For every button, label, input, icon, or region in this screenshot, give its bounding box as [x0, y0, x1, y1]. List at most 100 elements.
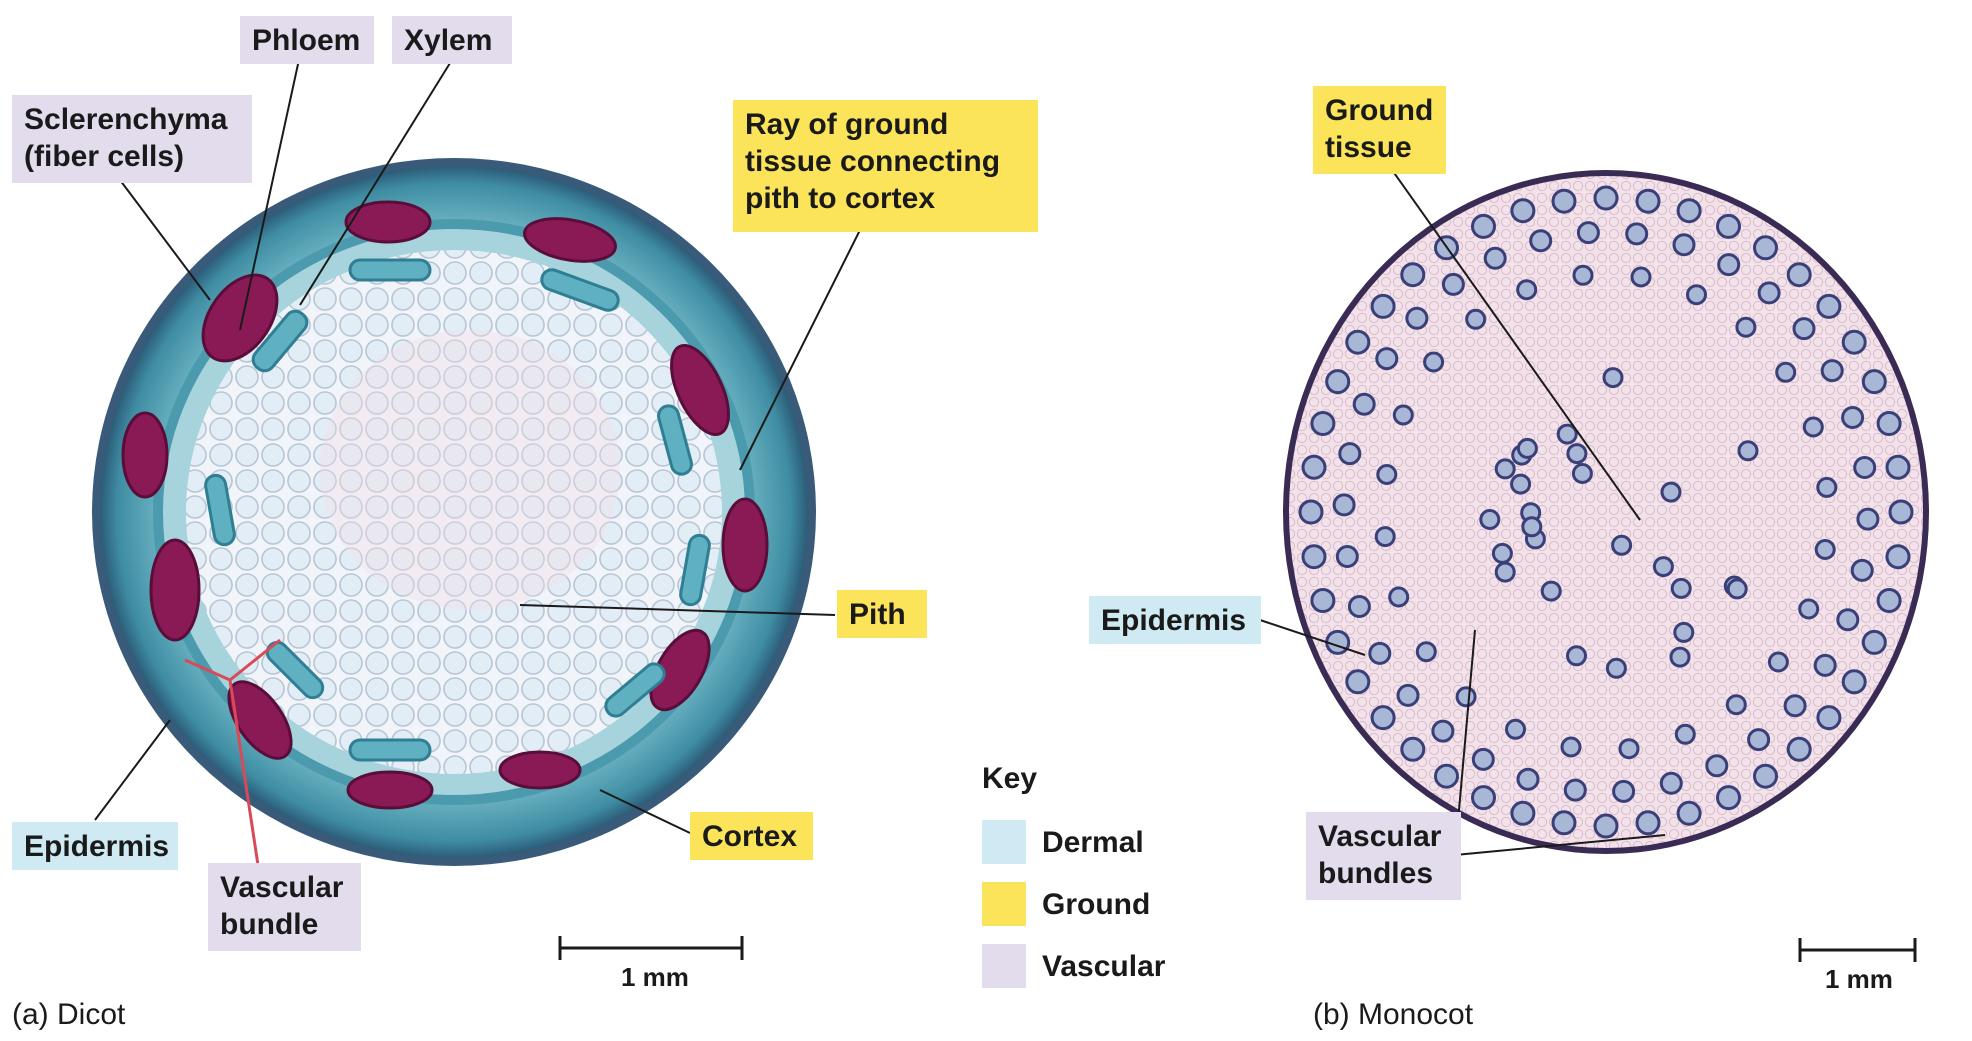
- label-epidermis-monocot: Epidermis: [1089, 596, 1261, 644]
- monocot-bundle: [1347, 671, 1369, 693]
- monocot-bundle: [1370, 643, 1390, 663]
- monocot-bundle: [1523, 518, 1541, 536]
- monocot-bundle: [1433, 721, 1453, 741]
- monocot-bundle: [1887, 456, 1909, 478]
- monocot-bundle: [1553, 812, 1575, 834]
- label-ray-of-ground-tissue: Ray of ground tissue connecting pith to …: [733, 100, 1038, 232]
- monocot-bundle: [1890, 501, 1912, 523]
- monocot-bundle: [1728, 580, 1746, 598]
- monocot-bundle: [1637, 190, 1659, 212]
- monocot-bundle: [1614, 781, 1634, 801]
- monocot-bundle: [1417, 643, 1435, 661]
- monocot-bundle: [1512, 200, 1534, 222]
- monocot-bundle: [1718, 215, 1740, 237]
- monocot-bundle: [1337, 547, 1357, 567]
- monocot-bundle: [1678, 200, 1700, 222]
- monocot-bundle: [1737, 318, 1755, 336]
- monocot-bundle: [1822, 361, 1842, 381]
- monocot-bundle: [1671, 648, 1689, 666]
- monocot-bundle: [1607, 659, 1625, 677]
- monocot-bundle: [1863, 631, 1885, 653]
- monocot-scale-bar: [1800, 938, 1915, 962]
- monocot-bundle: [1843, 331, 1865, 353]
- monocot-bundle: [1340, 444, 1360, 464]
- monocot-bundle: [1334, 495, 1354, 515]
- monocot-bundle: [1815, 655, 1835, 675]
- monocot-bundle: [1312, 590, 1334, 612]
- monocot-bundle: [1407, 308, 1427, 328]
- monocot-bundle: [1518, 439, 1536, 457]
- monocot-bundle: [1394, 406, 1412, 424]
- monocot-bundle: [1568, 647, 1586, 665]
- monocot-bundle: [1518, 281, 1536, 299]
- monocot-bundle: [1493, 544, 1511, 562]
- monocot-bundle: [1794, 319, 1814, 339]
- monocot-bundle: [1553, 190, 1575, 212]
- monocot-bundle: [1678, 802, 1700, 824]
- monocot-bundle: [1858, 509, 1878, 529]
- monocot-bundle: [1512, 475, 1530, 493]
- label-vascular-bundles: Vascular bundles: [1306, 812, 1461, 900]
- caption-monocot: (b) Monocot: [1313, 998, 1473, 1032]
- monocot-bundle: [1312, 413, 1334, 435]
- monocot-bundle: [1303, 456, 1325, 478]
- caption-dicot: (a) Dicot: [12, 998, 125, 1032]
- monocot-bundle: [1818, 707, 1840, 729]
- monocot-bundle: [1595, 187, 1617, 209]
- monocot-bundle: [1777, 363, 1795, 381]
- label-ground-tissue: Ground tissue: [1313, 86, 1446, 174]
- monocot-bundle: [1843, 408, 1863, 428]
- monocot-bundle: [1562, 738, 1580, 756]
- monocot-bundle: [1613, 536, 1631, 554]
- monocot-bundle: [1759, 283, 1779, 303]
- label-cortex: Cortex: [690, 812, 813, 860]
- key-label-vascular: Vascular: [1042, 950, 1165, 984]
- monocot-bundle: [1818, 478, 1836, 496]
- monocot-bundle: [1755, 765, 1777, 787]
- monocot-bundle: [1878, 590, 1900, 612]
- monocot-bundle: [1595, 815, 1617, 837]
- monocot-bundle: [1800, 600, 1818, 618]
- monocot-bundle: [1300, 501, 1322, 523]
- key-swatch-dermal: [982, 820, 1026, 864]
- monocot-bundle: [1855, 458, 1875, 478]
- key-swatch-vascular: [982, 944, 1026, 988]
- leader-epidermis-dicot: [95, 720, 170, 820]
- monocot-bundle: [1574, 266, 1592, 284]
- monocot-bundle: [1507, 720, 1525, 738]
- monocot-bundle: [1443, 274, 1463, 294]
- monocot-bundle: [1852, 560, 1872, 580]
- monocot-bundle: [1354, 394, 1374, 414]
- dicot-scale-bar: [560, 936, 742, 960]
- monocot-bundle: [1327, 371, 1349, 393]
- monocot-ground-tissue: [1289, 176, 1923, 848]
- leader-sclerenchyma: [120, 180, 210, 300]
- monocot-bundle: [1349, 597, 1369, 617]
- monocot-bundle: [1542, 582, 1560, 600]
- monocot-bundle: [1674, 235, 1694, 255]
- monocot-bundle: [1303, 546, 1325, 568]
- key-label-dermal: Dermal: [1042, 826, 1144, 860]
- key-title: Key: [982, 762, 1037, 796]
- label-vascular-bundle: Vascular bundle: [208, 863, 361, 951]
- monocot-bundle: [1376, 528, 1394, 546]
- monocot-bundle: [1661, 773, 1681, 793]
- monocot-bundle: [1620, 740, 1638, 758]
- monocot-bundle: [1604, 369, 1622, 387]
- monocot-bundle: [1739, 442, 1757, 460]
- monocot-bundle: [1749, 730, 1769, 750]
- monocot-bundle: [1863, 371, 1885, 393]
- monocot-bundle: [1887, 546, 1909, 568]
- monocot-bundle: [1518, 769, 1538, 789]
- monocot-bundle: [1347, 331, 1369, 353]
- monocot-bundle: [1436, 765, 1458, 787]
- monocot-bundle: [1718, 787, 1740, 809]
- monocot-bundle: [1425, 353, 1443, 371]
- monocot-bundle: [1481, 511, 1499, 529]
- dicot-scale-label: 1 mm: [621, 962, 689, 993]
- monocot-bundle: [1788, 264, 1810, 286]
- monocot-bundle: [1707, 756, 1727, 776]
- key-label-ground: Ground: [1042, 888, 1150, 922]
- dicot-stem: [92, 158, 816, 866]
- monocot-bundle: [1675, 623, 1693, 641]
